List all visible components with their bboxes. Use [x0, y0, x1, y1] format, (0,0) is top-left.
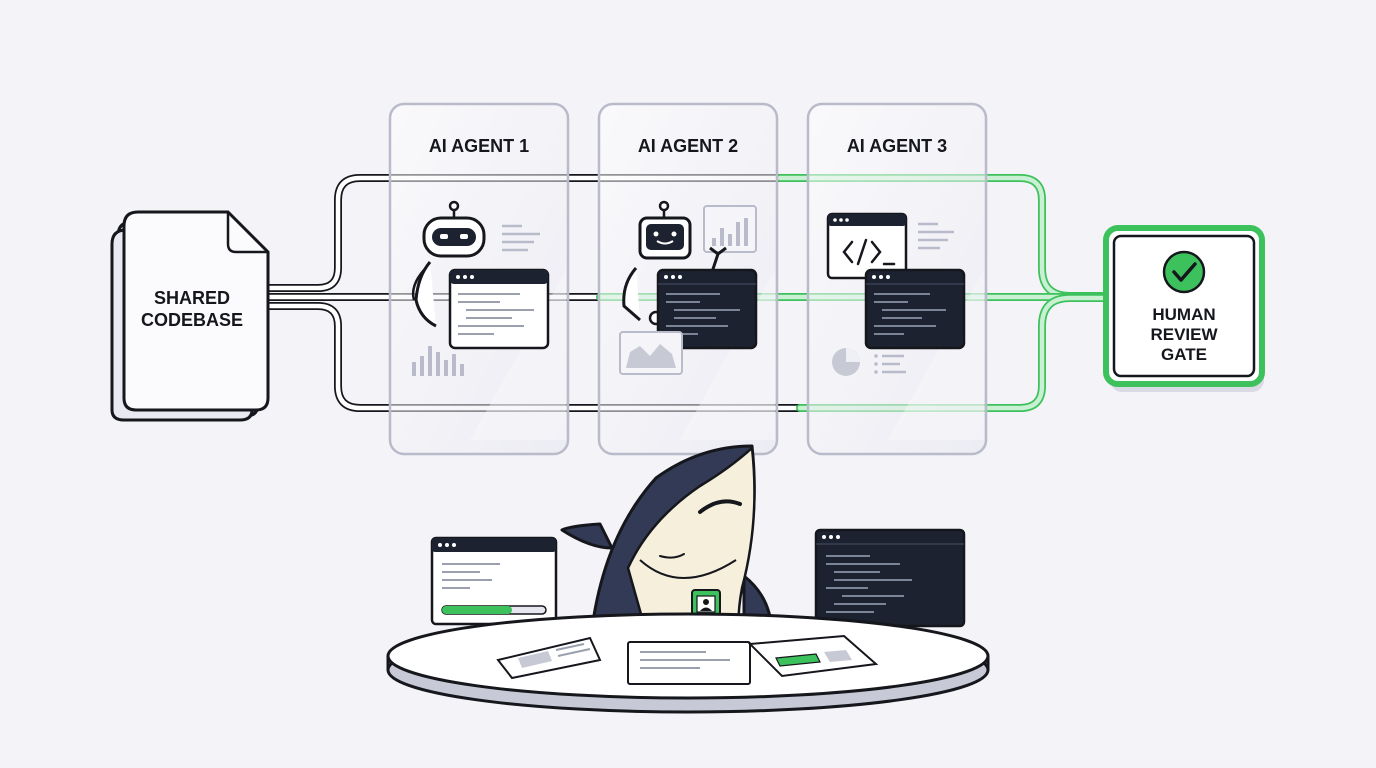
- shark-mascot: SIMPLY: [560, 444, 774, 648]
- codebase-label-line1: SHARED: [154, 288, 230, 308]
- pie-chart-icon: [832, 348, 860, 376]
- check-icon: [1162, 250, 1206, 294]
- shared-codebase: SHARED CODEBASE: [110, 210, 270, 422]
- code-window-icon: [448, 268, 550, 350]
- robot-icon: [411, 200, 486, 328]
- terminal-window-icon: [864, 268, 966, 350]
- text-lines-icon: [918, 222, 954, 250]
- list-icon: [874, 354, 906, 374]
- gate-label-line3: GATE: [1161, 345, 1207, 364]
- human-review-gate: HUMAN REVIEW GATE: [1103, 225, 1265, 392]
- paper-center: [627, 641, 751, 685]
- terminal-monitor: [814, 528, 966, 628]
- codebase-label-line2: CODEBASE: [141, 310, 243, 330]
- code-editor-icon: [826, 212, 908, 280]
- chart-window-icon: [703, 205, 757, 253]
- gate-label-line1: HUMAN: [1152, 305, 1215, 324]
- paper-right: [747, 634, 879, 678]
- agent-label-3: AI AGENT 3: [847, 136, 947, 156]
- agent-card-1: AI AGENT 1: [388, 102, 570, 456]
- area-chart-icon: [619, 331, 683, 375]
- agent-card-3: AI AGENT 3: [806, 102, 988, 456]
- agent-card-2: AI AGENT 2: [597, 102, 779, 456]
- robot-icon: [622, 200, 727, 326]
- gate-label-line2: REVIEW: [1150, 325, 1218, 344]
- progress-bar: [441, 605, 547, 615]
- bar-chart-icon: [412, 346, 464, 376]
- agent-label-2: AI AGENT 2: [638, 136, 738, 156]
- agent-label-1: AI AGENT 1: [429, 136, 529, 156]
- progress-monitor: [430, 536, 558, 626]
- terminal-window-icon: [656, 268, 758, 350]
- paper-left: [496, 636, 602, 680]
- file-icon: [122, 210, 270, 412]
- text-lines-icon: [502, 224, 540, 252]
